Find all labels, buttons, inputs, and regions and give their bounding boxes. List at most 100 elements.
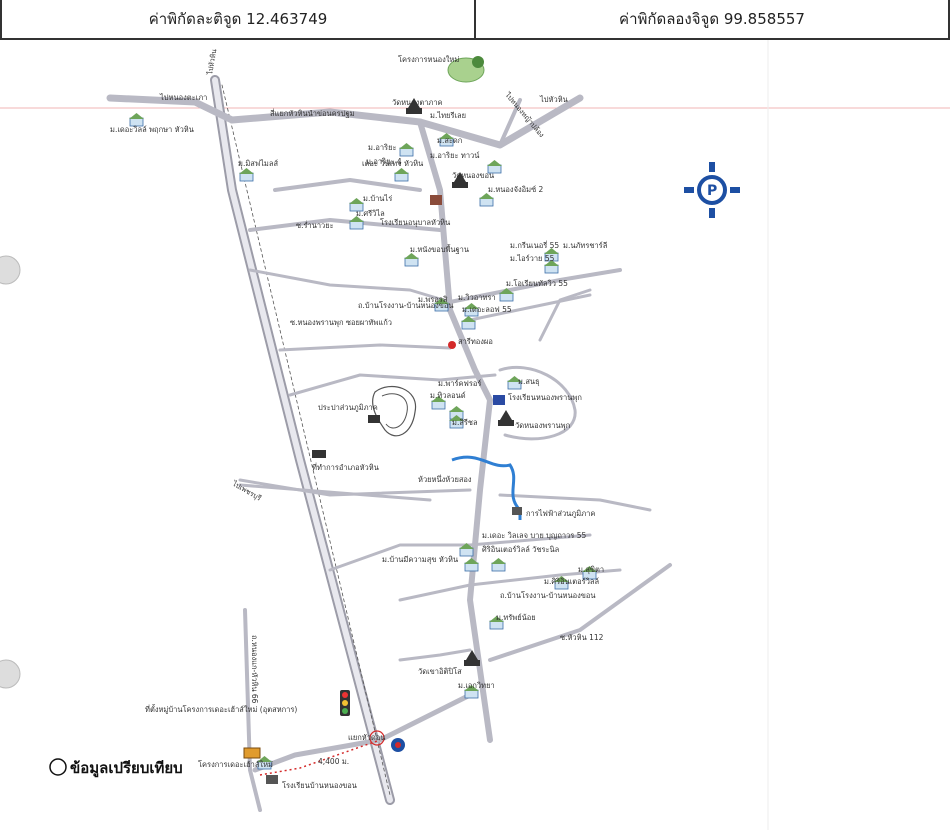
road-west-label: ไปหนองตะเภา bbox=[159, 93, 207, 102]
house-icon bbox=[487, 160, 502, 174]
house-icon bbox=[129, 113, 144, 127]
road-network bbox=[106, 75, 672, 812]
compass-rose-icon: P bbox=[684, 162, 740, 218]
road-branch-4 bbox=[278, 343, 452, 352]
house-icon bbox=[464, 303, 479, 317]
binder-hole-top bbox=[0, 255, 21, 285]
place-label-m_tulip: ม.ทิวลอนด์ bbox=[430, 391, 466, 400]
house-icon bbox=[544, 260, 559, 274]
place-label-m_naphat: ม.นภัทรชาร์ลี bbox=[563, 241, 607, 250]
road-central bbox=[417, 119, 493, 743]
rail-line bbox=[221, 84, 391, 796]
reservoir-inner bbox=[381, 393, 408, 429]
place-label-jct_top: สี่แยกหัวหินนำข่อนครปฐม bbox=[270, 108, 355, 118]
place-label-site_name: โครงการเดอะเฮ้าส์ใหม่ bbox=[198, 760, 273, 769]
svg-text:P: P bbox=[707, 183, 717, 199]
house-icon bbox=[434, 298, 449, 312]
place-label-m_orchid: ม.โอเรียนทัลวิว 55 bbox=[506, 279, 568, 288]
place-label-m_ata2: ม.อาริยะ 4 bbox=[366, 157, 402, 166]
place-label-m_nongkrua: ม.หนังขอบพื้นฐาน bbox=[410, 244, 469, 254]
place-label-school_prapt: โรงเรียนหนองพรานพุก bbox=[508, 393, 582, 402]
house-icon bbox=[507, 376, 522, 390]
place-label-creek: ห้วยหนึ่งห้วยสอง bbox=[418, 474, 472, 484]
temples bbox=[406, 98, 514, 666]
house-icon bbox=[491, 558, 506, 572]
place-label-m_leonat: เดอะ วินเทจ หัวหิน bbox=[362, 159, 423, 168]
place-label-school_nong: โรงเรียนอนุบาลหัวหิน bbox=[380, 218, 450, 227]
place-label-m_sukhita: ม.สุขิตา bbox=[578, 565, 604, 574]
place-label-wat_khao: วัดเขาอิติปิโส bbox=[418, 667, 462, 676]
house-icon bbox=[459, 543, 474, 557]
creek-line bbox=[451, 455, 522, 520]
road-branch-6 bbox=[468, 293, 592, 322]
binder-hole-bottom bbox=[0, 659, 21, 689]
place-label-soi_nong: ซ.หนองพรานพุก ซอยผาทัพแก้ว bbox=[290, 318, 392, 327]
place-label-road_baan: ถ.บ้านโรงงาน-บ้านหนองขอน bbox=[358, 301, 454, 310]
place-label-office: ที่ทำการอำเภอหัวหิน bbox=[312, 462, 379, 472]
junction-marker bbox=[369, 730, 385, 746]
distance-route bbox=[259, 739, 381, 776]
place-label-site_label: ที่ตั้งหมู่บ้านโครงการเดอะเฮ้าส์ใหม่ (อุ… bbox=[145, 704, 297, 714]
place-label-m_banyan: ม.บ้านไร่ bbox=[363, 194, 392, 203]
map-area[interactable]: 4,400 ม. P bbox=[0, 40, 950, 830]
road-west bbox=[106, 94, 424, 126]
place-label-wat_nongkhon: วัดหนองขอน bbox=[452, 171, 494, 180]
waterworks-building bbox=[368, 415, 380, 423]
road-branch-5 bbox=[448, 268, 622, 304]
road-north-label: ไปหัวหิน bbox=[205, 48, 219, 76]
place-label-junction: แยกหัวดอน bbox=[348, 733, 385, 742]
school-icon bbox=[430, 195, 442, 205]
place-label-m_lasalle: ม.เดอะลอฟ 55 bbox=[462, 305, 512, 314]
legend-title: ข้อมูลเปรียบเทียบ bbox=[70, 759, 183, 778]
road-loop bbox=[498, 365, 577, 441]
place-label-m_nongchok: ม.หนองจังอิมซ์ 2 bbox=[488, 185, 544, 194]
place-label-project: โครงการหนองใหม่ bbox=[398, 55, 459, 64]
legend-circle-icon bbox=[49, 758, 67, 776]
place-label-m_sadok: ม.สะดก bbox=[437, 136, 462, 145]
road-bottom-east bbox=[377, 692, 473, 743]
place-label-m_sivilai: ม.ศรีวิไล bbox=[356, 209, 385, 218]
road-branch-13 bbox=[468, 533, 592, 547]
house-icon bbox=[489, 616, 504, 630]
road-branch-16 bbox=[398, 648, 472, 662]
traffic-light-icon bbox=[340, 690, 350, 716]
house-icon bbox=[404, 253, 419, 267]
school-icon bbox=[493, 395, 505, 405]
place-label-road_baan2: ถ.บ้านโรงงาน-บ้านหนองขอน bbox=[500, 591, 596, 600]
place-label-substation: การไฟฟ้าส่วนภูมิภาค bbox=[526, 509, 595, 518]
map-canvas[interactable]: 4,400 ม. P bbox=[0, 40, 950, 830]
place-label-m_lavella: ม.เดอะ วิลเลจ บาย บุญถาวร 55 bbox=[482, 531, 586, 540]
substation-icon bbox=[512, 507, 522, 515]
house-icon bbox=[394, 168, 409, 182]
distance-label: 4,400 ม. bbox=[318, 757, 349, 766]
saraswati-icon bbox=[448, 341, 456, 349]
school-bottom-icon bbox=[266, 775, 278, 784]
place-label-school_top: ม.ไทยรีเลย bbox=[430, 111, 466, 120]
temple-icon bbox=[452, 172, 468, 188]
road-branch-9 bbox=[238, 478, 472, 497]
house-icon bbox=[582, 566, 597, 580]
place-label-lake_gold: ประปาส่วนภูมิภาค bbox=[318, 403, 378, 412]
house-icon bbox=[257, 756, 272, 770]
house-icon bbox=[464, 685, 479, 699]
road-branch-12 bbox=[328, 543, 472, 572]
road-branch-10 bbox=[238, 483, 432, 502]
house-icon bbox=[554, 576, 569, 590]
house-icon bbox=[479, 193, 494, 207]
place-label-m_vivathana: ม.วิวอาทรา bbox=[458, 293, 496, 302]
house-icon bbox=[464, 558, 479, 572]
reservoir bbox=[372, 385, 417, 437]
road-branch-1 bbox=[248, 218, 442, 232]
road-branch-11 bbox=[498, 493, 652, 512]
house-icon bbox=[399, 143, 414, 157]
place-label-m_sanitt: ม.สนธุ bbox=[518, 377, 540, 386]
road-branch-8 bbox=[288, 373, 497, 397]
place-label-wat_top: วัดหนองตาภาค bbox=[392, 98, 443, 107]
place-label-m_greenery: ม.กรีนเนอรี่ 55 bbox=[510, 240, 559, 250]
latitude-label: ค่าพิกัดละติจูด 12.463749 bbox=[0, 0, 474, 38]
road-branch-3 bbox=[248, 268, 452, 304]
place-label-m_sitthi2: ม.ศิริอินเตอร์วิลล์ bbox=[544, 577, 599, 586]
house-icon bbox=[349, 216, 364, 230]
place-label-m_palm: ม.พาร์คฟรอร์ bbox=[438, 379, 481, 388]
house-icon bbox=[439, 133, 454, 147]
